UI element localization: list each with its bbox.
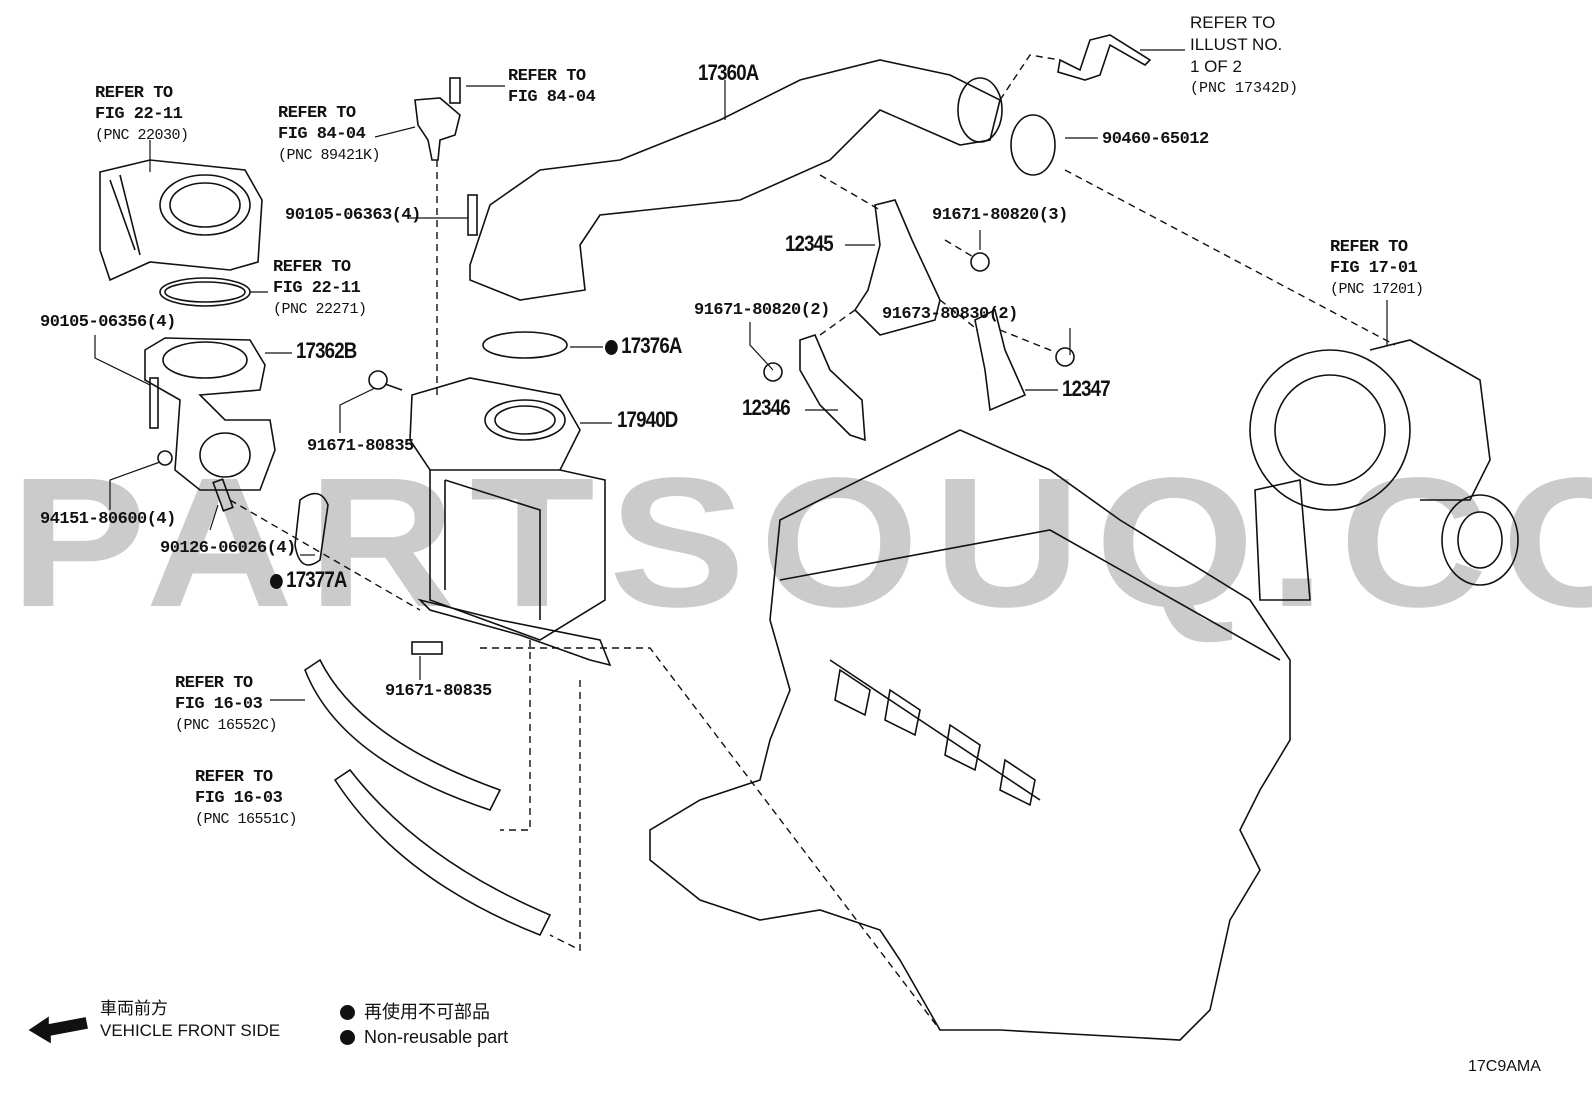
part-91671-80820-3[interactable]: 91671-80820(3) — [932, 206, 1068, 225]
part-12346[interactable]: 12346 — [742, 395, 791, 420]
part-94151-80600[interactable]: 94151-80600(4) — [40, 510, 176, 529]
part-91671-80820-2[interactable]: 91671-80820(2) — [694, 301, 830, 320]
part-number: 17377A — [286, 567, 347, 592]
part-17360a[interactable]: 17360A — [698, 60, 759, 85]
callout-text: ILLUST NO. — [1190, 35, 1283, 54]
gasket-17376a-drawing — [482, 331, 568, 359]
bracket-12345-drawing — [853, 199, 941, 336]
hose-17342d-drawing — [1057, 34, 1152, 81]
callout-text: REFER TO — [1190, 13, 1276, 32]
part-17362b[interactable]: 17362B — [296, 338, 357, 363]
intake-pipe-17360a-drawing — [469, 59, 1003, 301]
part-90126-06026[interactable]: 90126-06026(4) — [160, 539, 296, 558]
throttle-body-drawing — [99, 159, 263, 282]
bolt-91673-drawing — [1055, 347, 1075, 367]
callout-text: FIG 22-11 — [95, 105, 183, 124]
non-reusable-dot-icon — [270, 574, 283, 589]
part-91671-80835-a[interactable]: 91671-80835 — [307, 437, 414, 456]
callout-text: REFER TO — [195, 768, 273, 787]
legend-front-side: 車両前方 VEHICLE FRONT SIDE — [100, 998, 280, 1042]
callout-text: FIG 16-03 — [195, 789, 283, 808]
nut-94151-drawing — [157, 450, 173, 466]
watermark: PARTSOUQ.COM — [10, 439, 1592, 646]
gasket-17377a-drawing — [294, 492, 329, 566]
callout-hose-16552c: REFER TO FIG 16-03 (PNC 16552C) — [175, 673, 278, 736]
engine-block-drawing — [649, 429, 1291, 1041]
part-91673-80830[interactable]: 91673-80830(2) — [882, 305, 1018, 324]
part-17377a[interactable]: 17377A — [270, 567, 347, 592]
callout-pnc: (PNC 16552C) — [175, 717, 278, 734]
front-arrow-icon — [28, 1016, 88, 1044]
dashed-leader-lines — [229, 54, 1396, 1031]
hose-16552c-drawing — [304, 658, 502, 811]
bolt-91671-80820-3-drawing — [970, 252, 990, 272]
part-17376a[interactable]: 17376A — [605, 333, 682, 358]
callout-pnc: (PNC 22030) — [95, 127, 189, 144]
callout-text: REFER TO — [273, 258, 351, 277]
part-90460-65012[interactable]: 90460-65012 — [1102, 130, 1209, 149]
callout-text: REFER TO — [1330, 238, 1408, 257]
part-90105-06356[interactable]: 90105-06356(4) — [40, 313, 176, 332]
callout-leaders — [94, 49, 1388, 701]
legend-nonreusable-jp-row: 再使用不可部品 — [340, 1000, 508, 1025]
bolt-91671-80820-2-drawing — [763, 362, 783, 382]
callout-sensor-bolt: REFER TO FIG 84-04 — [508, 66, 596, 108]
part-17940d[interactable]: 17940D — [617, 407, 678, 432]
clamp-90460-drawing — [1010, 114, 1056, 176]
bolt-90105-06363-drawing — [467, 194, 478, 236]
callout-text: REFER TO — [95, 84, 173, 103]
sensor-89421k-drawing — [414, 97, 461, 161]
non-reusable-dot-icon — [605, 340, 618, 355]
legend-nonreusable-en-row: Non-reusable part — [340, 1025, 508, 1050]
callout-text: 1 OF 2 — [1190, 57, 1242, 76]
non-reusable-dot-icon — [340, 1030, 355, 1045]
legend-front-en: VEHICLE FRONT SIDE — [100, 1021, 281, 1040]
part-12345[interactable]: 12345 — [785, 231, 834, 256]
part-91671-80835-b[interactable]: 91671-80835 — [385, 682, 492, 701]
callout-sensor: REFER TO FIG 84-04 (PNC 89421K) — [278, 103, 381, 166]
legend-non-reusable: 再使用不可部品 Non-reusable part — [340, 1000, 508, 1050]
bolt-91671-80835-a-drawing — [368, 370, 388, 390]
bolt-91671-80835-b-drawing — [411, 641, 443, 655]
intercooler-17940d-drawing — [409, 377, 612, 667]
callout-text: REFER TO — [508, 67, 586, 86]
turbocharger-drawing — [1249, 339, 1519, 601]
hose-16551c-drawing — [333, 768, 552, 937]
callout-text: FIG 84-04 — [278, 125, 366, 144]
sensor-bolt-drawing — [449, 77, 461, 104]
bracket-12347-drawing — [974, 308, 1027, 412]
callout-hose-16551c: REFER TO FIG 16-03 (PNC 16551C) — [195, 767, 298, 830]
callout-turbo: REFER TO FIG 17-01 (PNC 17201) — [1330, 237, 1424, 300]
callout-pnc: (PNC 17201) — [1330, 281, 1424, 298]
stud-90126-drawing — [212, 478, 234, 512]
legend-nonreusable-en: Non-reusable part — [364, 1027, 509, 1047]
callout-text: FIG 17-01 — [1330, 259, 1418, 278]
callout-text: FIG 16-03 — [175, 695, 263, 714]
diagram-code: 17C9AMA — [1468, 1058, 1541, 1075]
bolt-90105-06356-drawing — [149, 377, 159, 429]
callout-pnc: (PNC 89421K) — [278, 147, 381, 164]
callout-pnc: (PNC 17342D) — [1190, 80, 1299, 97]
callout-gasket-22271: REFER TO FIG 22-11 (PNC 22271) — [273, 257, 367, 320]
callout-pnc: (PNC 16551C) — [195, 811, 298, 828]
legend-nonreusable-jp: 再使用不可部品 — [364, 1002, 491, 1022]
callout-text: REFER TO — [175, 674, 253, 693]
part-12347[interactable]: 12347 — [1062, 376, 1111, 401]
legend-front-jp: 車両前方 — [100, 999, 168, 1018]
callout-text: REFER TO — [278, 104, 356, 123]
callout-hose-illust: REFER TO ILLUST NO. 1 OF 2 (PNC 17342D) — [1190, 12, 1298, 100]
adapter-17362b-drawing — [144, 337, 276, 491]
bracket-12346-drawing — [799, 334, 866, 442]
callout-text: FIG 22-11 — [273, 279, 361, 298]
non-reusable-dot-icon — [340, 1005, 355, 1020]
callout-throttle-body: REFER TO FIG 22-11 (PNC 22030) — [95, 83, 189, 146]
callout-pnc: (PNC 22271) — [273, 301, 367, 318]
callout-text: FIG 84-04 — [508, 88, 596, 107]
part-90105-06363[interactable]: 90105-06363(4) — [285, 206, 421, 225]
part-number: 17376A — [621, 333, 682, 358]
